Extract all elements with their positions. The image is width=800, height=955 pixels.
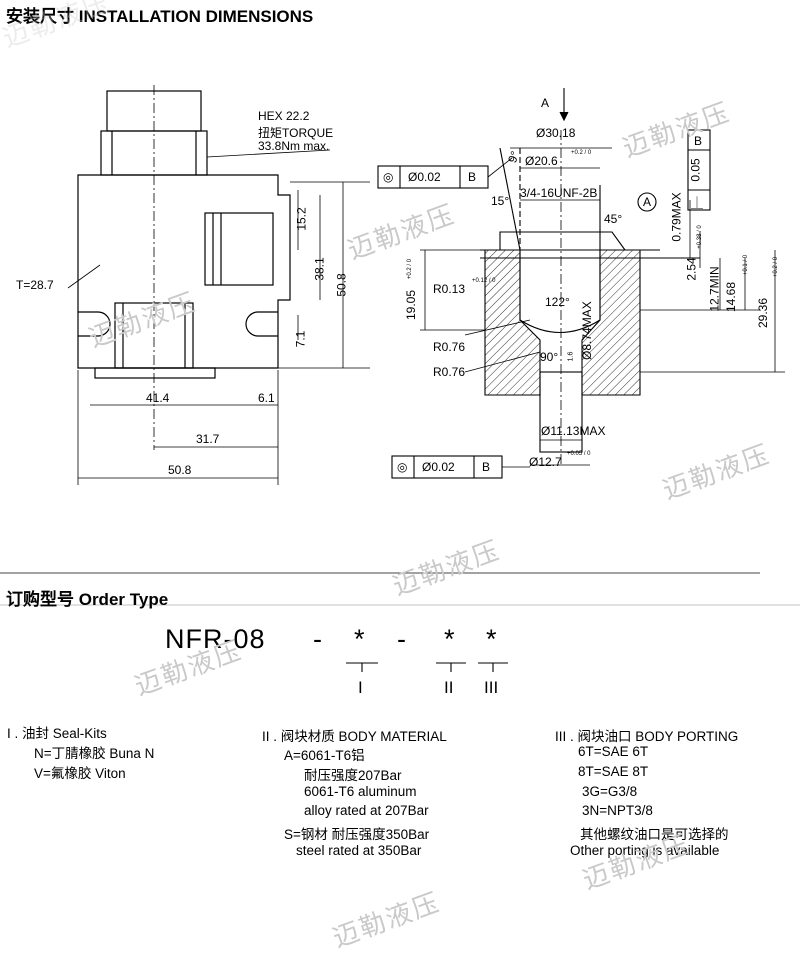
frame-top-value: Ø0.02 xyxy=(408,170,441,184)
dim-14-68-tolerance: +0.1 / 0 xyxy=(743,254,750,276)
dim-19-05-tolerance: +0.2 / 0 xyxy=(407,258,414,280)
dim-7-1: 7.1 xyxy=(293,330,308,348)
body-option-a-pressure: 耐压强度207Bar xyxy=(304,768,402,783)
porting-other-en: Other porting is available xyxy=(570,843,720,858)
dia-8-74-max: Ø8.74MAX xyxy=(580,301,594,360)
dim-6-1: 6.1 xyxy=(258,391,275,405)
frame-bottom-datum: B xyxy=(482,460,491,474)
angle-90: 90° xyxy=(540,350,559,364)
body-section-left xyxy=(484,249,541,396)
frame-vertical-value: 0.05 xyxy=(688,158,703,182)
separator-dash-2: - xyxy=(397,624,406,654)
model-code: NFR-08 xyxy=(165,624,266,654)
seal-option-n: N=丁腈橡胶 Buna N xyxy=(34,746,155,761)
side-port xyxy=(204,212,274,286)
roman-label-2: II xyxy=(444,678,454,697)
porting-option-8t: 8T=SAE 8T xyxy=(578,764,649,779)
thickness-label: T=28.7 xyxy=(16,278,54,292)
dim-12-7-min: 12.7MIN xyxy=(707,266,722,312)
dim-2-54-tolerance: +0.38 / 0 xyxy=(696,225,703,249)
radius-0-76-a: R0.76 xyxy=(433,340,466,354)
dia-12-7-tolerance: +0.05 / 0 xyxy=(567,451,591,457)
body-option-a: A=6061-T6铝 xyxy=(284,748,365,763)
body-option-a-rating: alloy rated at 207Bar xyxy=(304,803,429,818)
roughness-value: 1.6 xyxy=(567,351,575,362)
datum-a-label: A xyxy=(643,195,652,209)
dia-11-13-max: Ø11.13MAX xyxy=(541,424,606,438)
porting-option-6t: 6T=SAE 6T xyxy=(578,744,649,759)
dim-2-54: 2.54 xyxy=(684,257,699,281)
installation-drawing xyxy=(0,85,800,672)
dim-15-2: 15.2 xyxy=(294,207,309,231)
option-star-3: * xyxy=(486,624,497,654)
porting-option-3n: 3N=NPT3/8 xyxy=(582,803,653,818)
hex-label: HEX 22.2 xyxy=(258,109,310,123)
dia-12-7: Ø12.7 xyxy=(529,455,562,469)
section-title-order-type: 订购型号 Order Type xyxy=(6,590,169,609)
frame-vertical-datum: B xyxy=(694,134,703,148)
dim-14-68: 14.68 xyxy=(724,281,739,313)
roman-label-1: I xyxy=(358,678,363,697)
angle-15: 15° xyxy=(491,194,510,208)
thread-spec: 3/4-16UNF-2B xyxy=(520,186,598,200)
body-option-s: S=钢材 耐压强度350Bar xyxy=(284,827,430,842)
radius-0-13-tolerance: +0.12 / 0 xyxy=(472,278,496,284)
seal-kits-heading: I . 油封 Seal-Kits xyxy=(7,726,107,741)
separator-dash-1: - xyxy=(313,624,322,654)
datum-a-circle xyxy=(637,192,657,212)
torque-value: 33.8Nm max. xyxy=(258,139,330,153)
section-title-installation: 安装尺寸 INSTALLATION DIMENSIONS xyxy=(6,7,314,26)
radius-0-13: R0.13 xyxy=(433,282,466,296)
frame-top-symbol: ◎ xyxy=(383,170,394,184)
body-option-a-material: 6061-T6 aluminum xyxy=(304,784,417,799)
body-material-heading: II . 阀块材质 BODY MATERIAL xyxy=(262,729,447,744)
dim-50-8-horizontal: 50.8 xyxy=(168,463,192,477)
dia-30-18: Ø30.18 xyxy=(536,126,576,140)
dim-19-05: 19.05 xyxy=(404,289,419,321)
angle-122: 122° xyxy=(545,295,570,309)
frame-top-datum: B xyxy=(468,170,477,184)
view-a-label: A xyxy=(541,96,550,110)
option-star-1: * xyxy=(354,624,365,654)
porting-other-cn: 其他螺纹油口是可选择的 xyxy=(580,827,729,842)
frame-vertical-symbol: ⏊ xyxy=(691,196,704,210)
frame-bottom-symbol: ◎ xyxy=(397,460,408,474)
body-option-s-rating: steel rated at 350Bar xyxy=(296,843,422,858)
dia-20-6-tolerance: +0.2 / 0 xyxy=(571,150,592,156)
body-porting-heading: III . 阀块油口 BODY PORTING xyxy=(555,729,739,744)
dim-29-36-tolerance: +0.2 / 0 xyxy=(773,256,780,278)
dim-31-7: 31.7 xyxy=(196,432,220,446)
dim-0-79-max: 0.79MAX xyxy=(669,192,684,242)
option-star-2: * xyxy=(444,624,455,654)
roman-label-3: III xyxy=(484,678,499,697)
frame-bottom-value: Ø0.02 xyxy=(422,460,455,474)
angle-45: 45° xyxy=(604,212,623,226)
torque-label: 扭矩TORQUE xyxy=(258,126,334,140)
dim-50-8-vertical: 50.8 xyxy=(334,273,349,297)
dim-41-4: 41.4 xyxy=(146,391,170,405)
seal-option-v: V=氟橡胶 Viton xyxy=(34,766,126,781)
dim-29-36: 29.36 xyxy=(756,297,771,329)
radius-0-76-b: R0.76 xyxy=(433,365,466,379)
dim-38-1: 38.1 xyxy=(312,257,327,281)
dia-20-6: Ø20.6 xyxy=(525,154,558,168)
porting-option-3g: 3G=G3/8 xyxy=(582,784,638,799)
gdt-frame-vertical xyxy=(687,129,711,211)
